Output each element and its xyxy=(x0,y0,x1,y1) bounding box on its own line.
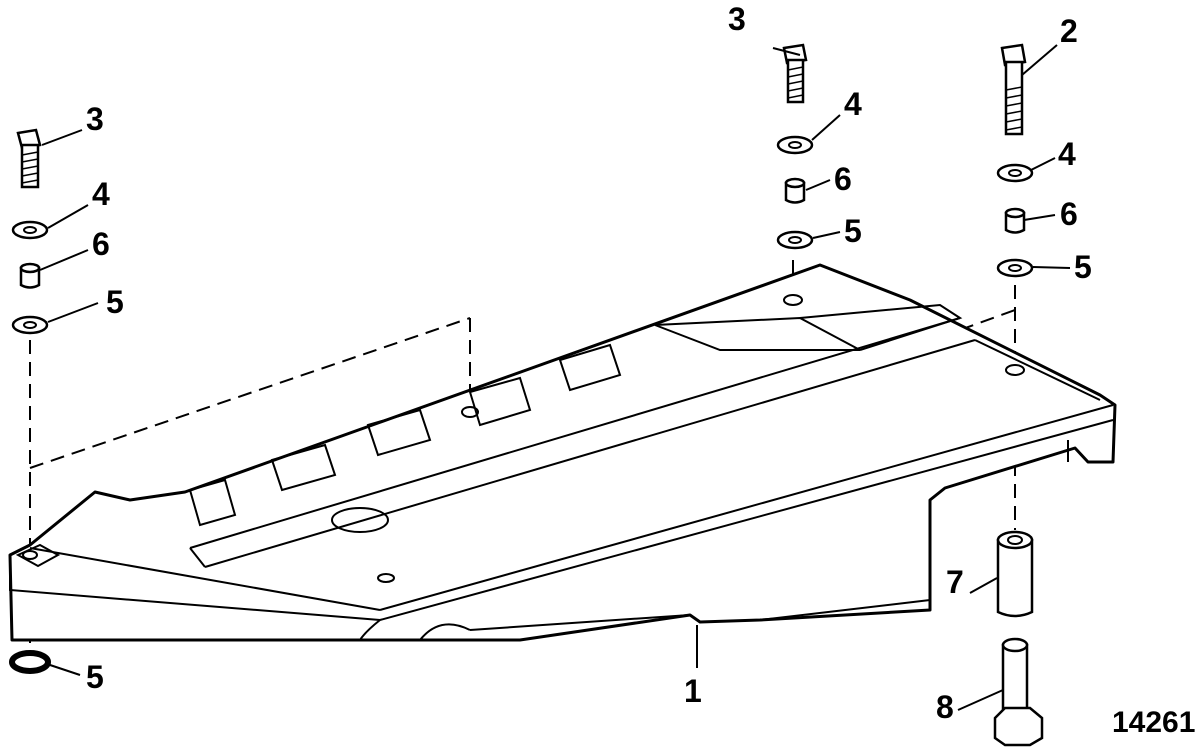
right-washer-4 xyxy=(996,163,1034,183)
callout-8: 8 xyxy=(936,689,954,725)
callout-1: 1 xyxy=(684,673,702,709)
middle-spacer-6 xyxy=(784,177,806,204)
callout-3-left: 3 xyxy=(86,101,104,137)
right-washer-5 xyxy=(996,258,1034,278)
leader-lines xyxy=(39,44,1071,711)
callout-4-left: 4 xyxy=(92,176,110,212)
cover-plate xyxy=(8,263,1117,642)
callout-6-right: 6 xyxy=(1060,196,1078,232)
figure-number: 14261 xyxy=(1112,706,1195,739)
callout-7: 7 xyxy=(946,564,964,600)
callout-4-middle: 4 xyxy=(844,86,862,122)
left-washer-4 xyxy=(11,220,49,240)
callout-5-left: 5 xyxy=(106,284,124,320)
callout-5-middle: 5 xyxy=(844,213,862,249)
middle-washer-5 xyxy=(776,230,814,250)
callout-2: 2 xyxy=(1060,13,1078,49)
callout-3-middle: 3 xyxy=(728,1,746,37)
callout-5-bottom: 5 xyxy=(86,659,104,695)
middle-washer-4 xyxy=(776,135,814,155)
left-spacer-6 xyxy=(19,262,41,289)
bolt-8 xyxy=(993,637,1044,747)
callout-4-right: 4 xyxy=(1058,136,1076,172)
bottom-oring-5 xyxy=(9,650,51,674)
left-bolt-3 xyxy=(16,128,42,189)
callout-5-right: 5 xyxy=(1074,249,1092,285)
callouts: 3 4 6 5 5 3 4 6 5 2 4 6 5 1 7 8 14261 xyxy=(86,1,1195,739)
right-spacer-6 xyxy=(1004,207,1026,234)
left-washer-5 xyxy=(11,315,49,335)
callout-6-middle: 6 xyxy=(834,161,852,197)
standoff-7 xyxy=(996,530,1034,618)
callout-6-left: 6 xyxy=(92,226,110,262)
right-bolt-2 xyxy=(1000,43,1027,136)
